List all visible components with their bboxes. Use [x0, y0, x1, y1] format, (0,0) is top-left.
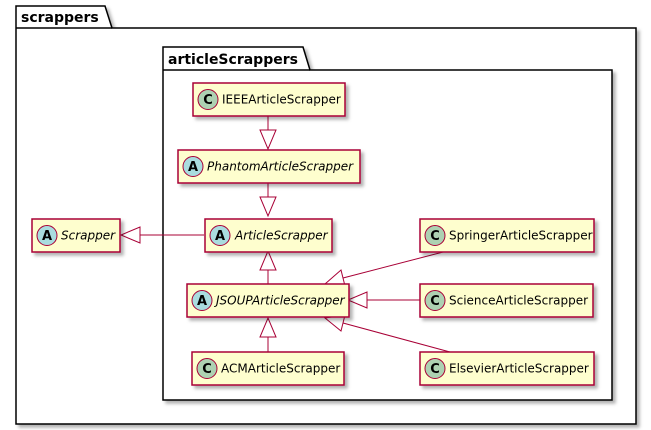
class-scrapper-name: Scrapper: [61, 229, 116, 243]
edge-article-to-scrapper: [119, 226, 204, 244]
concrete-class-icon-letter: C: [202, 362, 212, 377]
class-acm-article-scrapper[interactable]: C ACMArticleScrapper: [191, 351, 345, 386]
edge-ieee-to-phantom: [259, 115, 277, 151]
class-springer-article-scrapper[interactable]: C SpringerArticleScrapper: [419, 218, 595, 253]
concrete-class-icon: [196, 358, 218, 379]
concrete-class-icon: [424, 225, 446, 246]
class-springer-name: SpringerArticleScrapper: [449, 229, 593, 243]
class-jsoup-name: JSOUPArticleScrapper: [214, 294, 346, 308]
abstract-class-icon-letter: A: [42, 229, 52, 244]
edge-phantom-to-article: [259, 182, 277, 218]
class-phantom-name: PhantomArticleScrapper: [207, 160, 354, 174]
abstract-class-icon-letter: A: [215, 229, 225, 244]
class-article-name: ArticleScrapper: [234, 229, 329, 243]
abstract-class-icon: [209, 225, 231, 246]
class-science-name: ScienceArticleScrapper: [449, 294, 588, 308]
class-article-scrapper[interactable]: A ArticleScrapper: [204, 218, 333, 253]
edge-acm-to-jsoup: [259, 316, 277, 352]
concrete-class-icon-letter: C: [430, 229, 440, 244]
edge-jsoup-to-article: [259, 249, 277, 284]
class-ieee-name: IEEEArticleScrapper: [222, 93, 341, 107]
concrete-class-icon-letter: C: [430, 294, 440, 309]
class-ieee-article-scrapper[interactable]: C IEEEArticleScrapper: [192, 82, 346, 117]
concrete-class-icon: [197, 89, 219, 110]
edge-elsevier-to-jsoup: [323, 314, 451, 353]
package-articlescrappers-name: articleScrappers: [168, 52, 298, 68]
class-acm-name: ACMArticleScrapper: [221, 362, 340, 376]
abstract-class-icon-letter: A: [188, 160, 198, 175]
concrete-class-icon-letter: C: [430, 362, 440, 377]
concrete-class-icon-letter: C: [203, 93, 213, 108]
abstract-class-icon: [191, 290, 213, 311]
class-elsevier-article-scrapper[interactable]: C ElsevierArticleScrapper: [419, 351, 595, 386]
abstract-class-icon-letter: A: [197, 294, 207, 309]
edge-science-to-jsoup: [346, 291, 420, 309]
class-elsevier-name: ElsevierArticleScrapper: [449, 362, 589, 376]
inheritance-edges: [119, 115, 451, 353]
class-phantom-article-scrapper[interactable]: A PhantomArticleScrapper: [177, 149, 361, 184]
concrete-class-icon: [424, 358, 446, 379]
class-jsoup-article-scrapper[interactable]: A JSOUPArticleScrapper: [186, 283, 350, 318]
class-science-article-scrapper[interactable]: C ScienceArticleScrapper: [419, 283, 594, 318]
abstract-class-icon: [182, 156, 204, 177]
package-scrappers-name: scrappers: [21, 10, 99, 26]
concrete-class-icon: [424, 290, 446, 311]
abstract-class-icon: [36, 225, 58, 246]
class-scrapper[interactable]: A Scrapper: [31, 218, 121, 253]
